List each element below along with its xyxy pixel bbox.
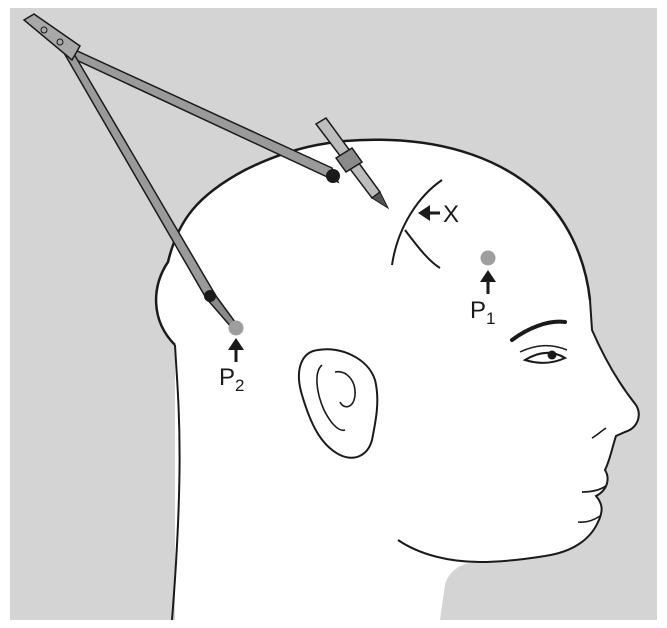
eye-pupil [548, 351, 557, 360]
label-p1-subscript: 1 [486, 309, 495, 328]
point-p1-marker [481, 251, 496, 266]
label-p2-letter: P [219, 364, 235, 391]
label-p1-letter: P [470, 297, 486, 324]
point-p2-marker [229, 321, 244, 336]
compass-hinge-top [326, 169, 340, 183]
label-p2-subscript: 2 [235, 376, 244, 395]
compass-hinge-bottom [204, 290, 216, 302]
label-x: X [443, 201, 459, 228]
